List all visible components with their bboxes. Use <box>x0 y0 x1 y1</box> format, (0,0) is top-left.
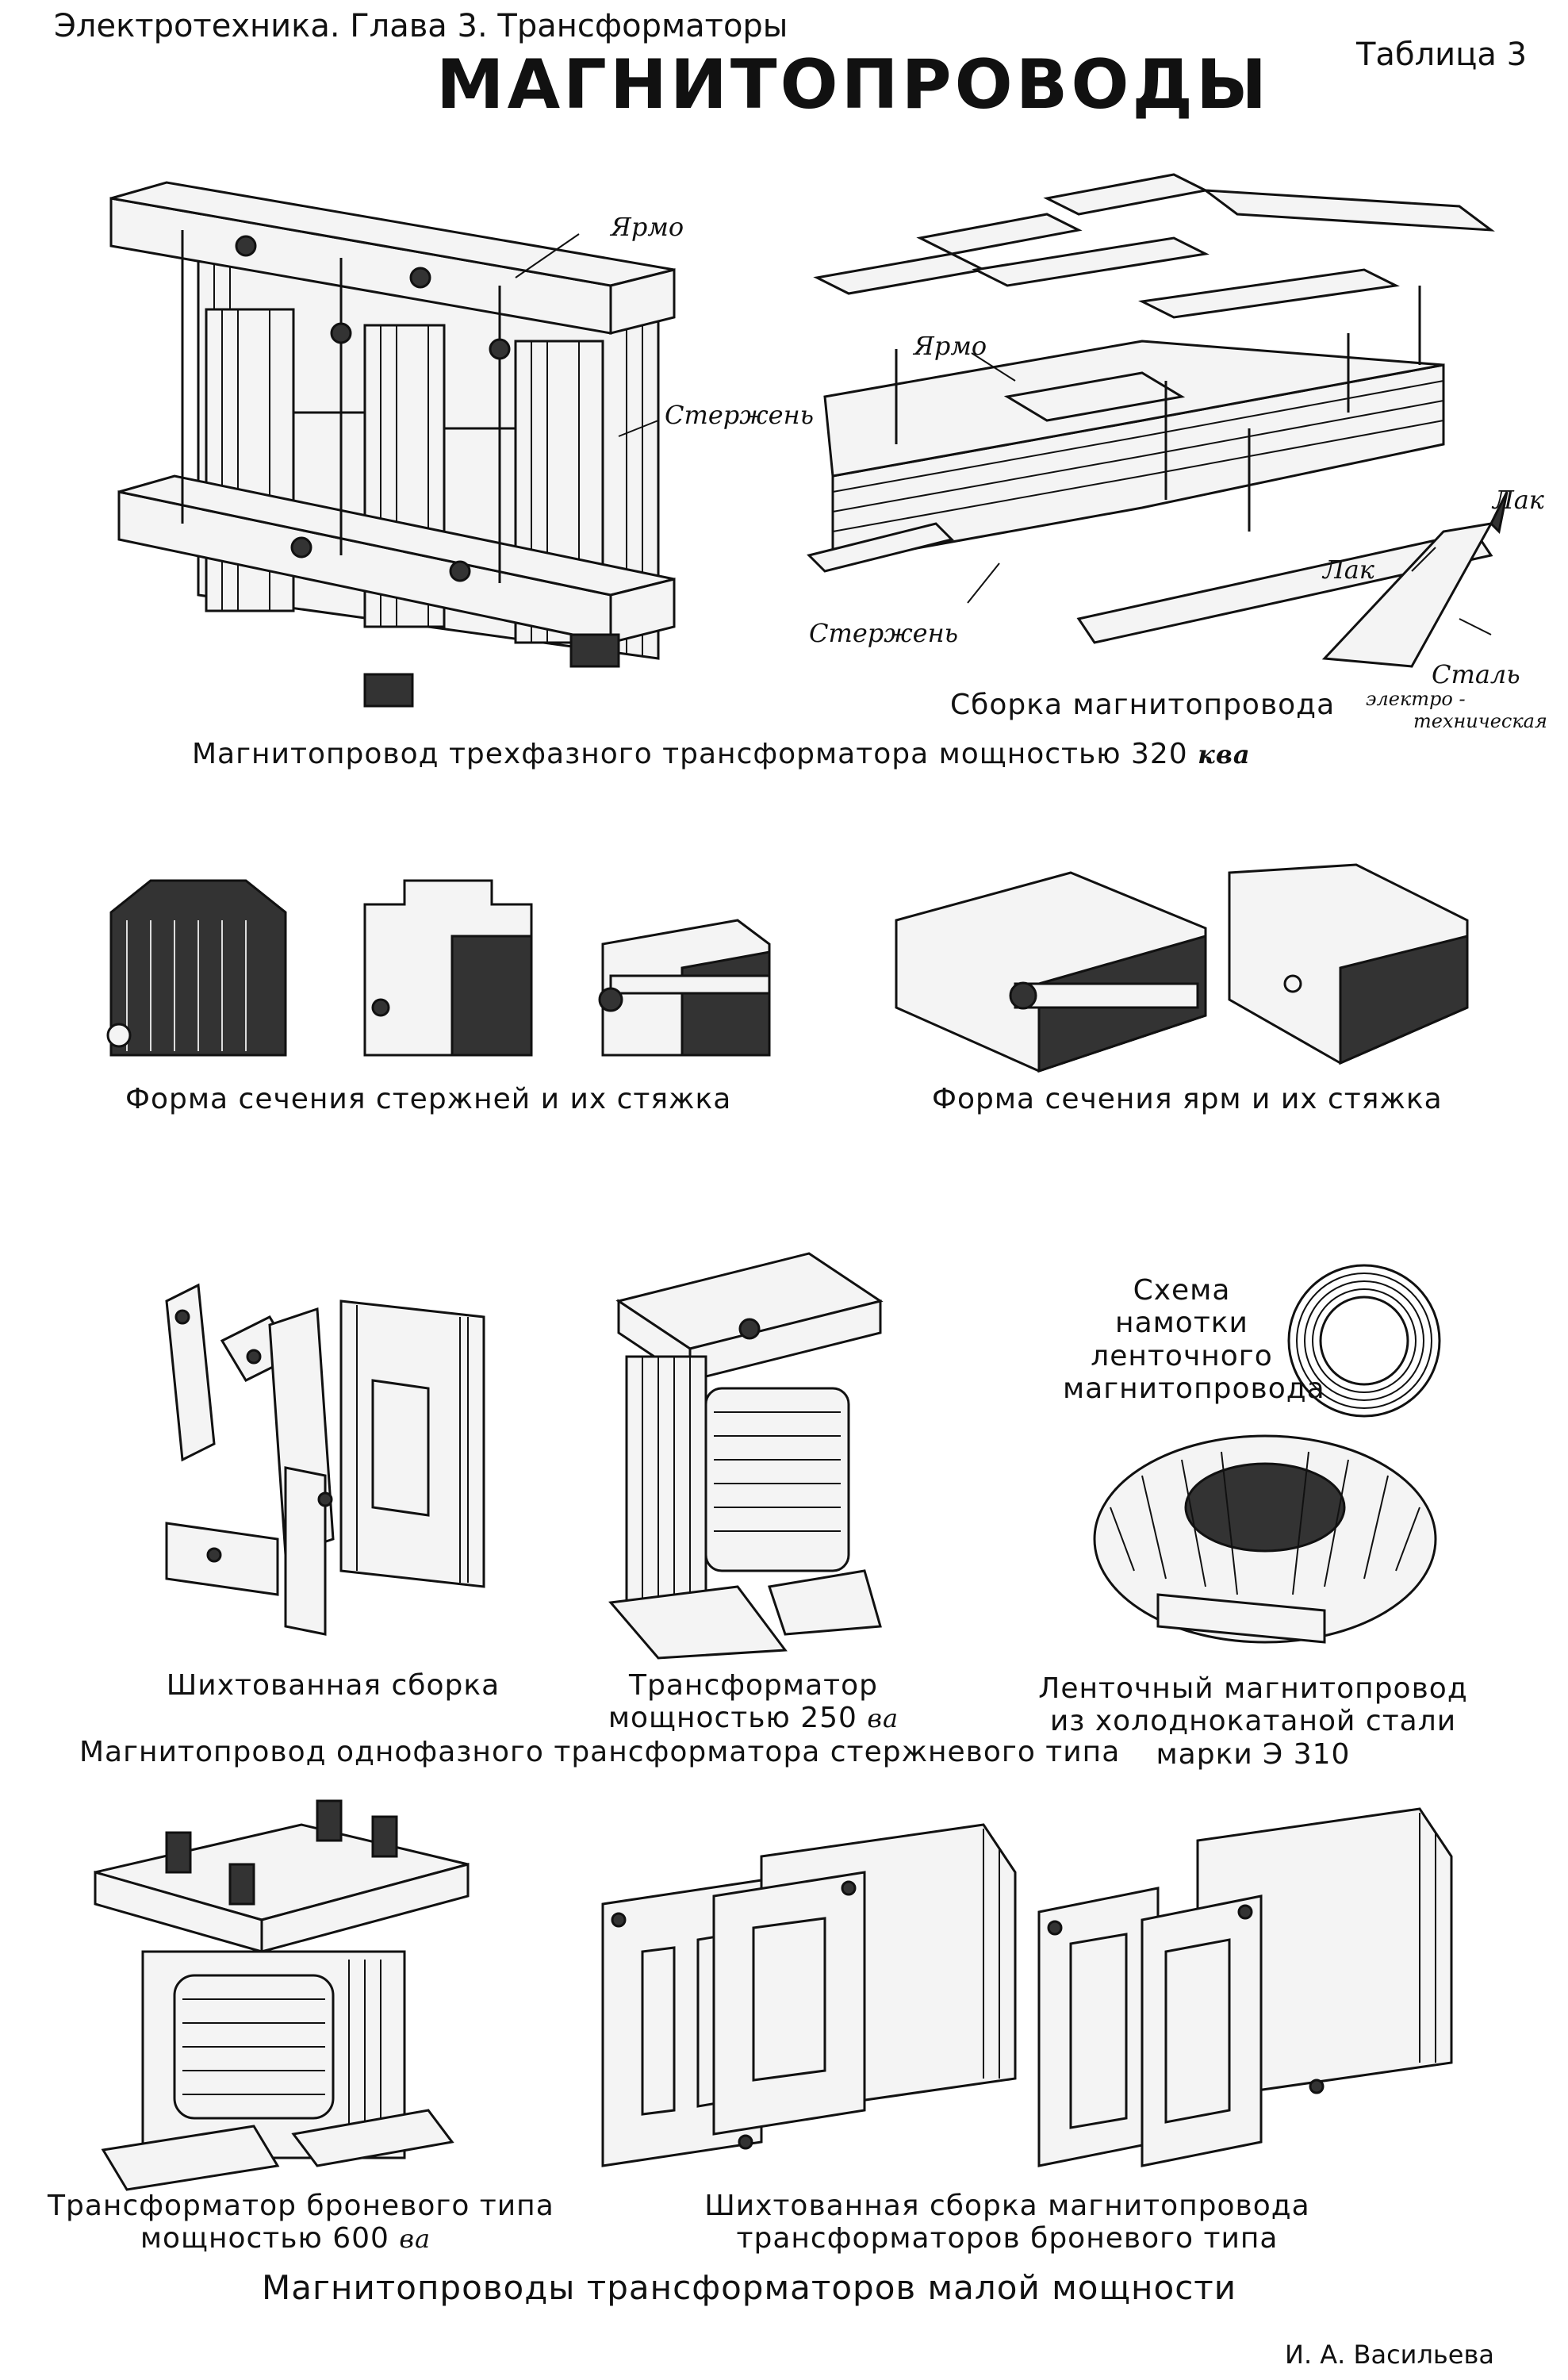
transformer-250-line-2: мощностью 250 ва <box>555 1702 952 1734</box>
winding-scheme-figure <box>1287 1264 1441 1418</box>
rod-cross-sections-figure <box>106 879 771 1057</box>
limb-label-right: Стержень <box>809 618 959 648</box>
strip-core-line-2: из холоднокатаной стали <box>1049 1705 1457 1738</box>
core-assembly-figure <box>807 173 1509 668</box>
yoke-label-left: Ярмо <box>611 212 684 242</box>
three-phase-caption: Магнитопровод трехфазного трансформатора… <box>192 738 1251 770</box>
steel-label-technical: техническая <box>1413 710 1547 732</box>
winding-scheme-line-1: Схема <box>1133 1274 1231 1307</box>
shell-transformer-unit: ва <box>399 2224 431 2255</box>
laminated-assembly-figure <box>165 1283 485 1636</box>
shell-laminated-line-2: трансформаторов броневого типа <box>736 2222 1279 2255</box>
steel-label-electro: электро - <box>1366 688 1466 710</box>
strip-core-line-3: марки Э 310 <box>1156 1737 1351 1771</box>
chapter-header: Электротехника. Глава 3. Трансформаторы <box>54 8 788 44</box>
shell-laminated-a-figure <box>601 1823 1017 2167</box>
strip-core-caption: Ленточный магнитопровод из холоднокатано… <box>1031 1672 1475 1771</box>
yoke-label-right: Ярмо <box>914 331 987 361</box>
lacquer-label-mid: Лак <box>1323 555 1374 585</box>
transformer-250-line-1: Трансформатор <box>629 1669 878 1702</box>
winding-scheme-line-4: магнитопровода <box>1063 1372 1325 1406</box>
winding-scheme-caption: Схема намотки ленточного магнитопровода <box>1063 1274 1325 1406</box>
winding-scheme-line-2: намотки <box>1115 1307 1248 1340</box>
yoke-cross-sections-figure <box>895 863 1469 1073</box>
three-phase-caption-text: Магнитопровод трехфазного трансформатора… <box>192 738 1188 770</box>
three-phase-caption-unit: ква <box>1198 739 1251 770</box>
low-power-caption: Магнитопроводы трансформаторов малой мощ… <box>262 2268 1237 2307</box>
shell-laminated-b-figure <box>1037 1807 1453 2167</box>
transformer-250-unit: ва <box>867 1703 899 1734</box>
three-phase-core-figure <box>109 181 676 708</box>
assembly-caption: Сборка магнитопровода <box>950 689 1336 721</box>
toroidal-core-figure <box>1093 1434 1437 1644</box>
lacquer-label-top: Лак <box>1493 485 1544 515</box>
shell-laminated-line-1: Шихтованная сборка магнитопровода <box>704 2190 1310 2222</box>
page-title: МАГНИТОПРОВОДЫ <box>436 45 1271 125</box>
shell-laminated-caption: Шихтованная сборка магнитопровода трансф… <box>698 2190 1317 2255</box>
transformer-250-power: мощностью 250 <box>608 1702 857 1735</box>
author-signature: И. А. Васильева <box>1285 2340 1494 2370</box>
shell-transformer-caption: Трансформатор броневого типа мощностью 6… <box>48 2190 554 2255</box>
rods-caption: Форма сечения стержней и их стяжка <box>125 1083 732 1115</box>
limb-label-left: Стержень <box>665 400 815 430</box>
shell-transformer-figure <box>94 1799 470 2191</box>
winding-scheme-line-3: ленточного <box>1091 1339 1273 1372</box>
strip-core-line-1: Ленточный магнитопровод <box>1038 1672 1468 1705</box>
shell-transformer-line-2: мощностью 600 ва <box>48 2222 523 2255</box>
table-number: Таблица 3 <box>1356 36 1528 73</box>
shell-transformer-power: мощностью 600 <box>140 2222 389 2255</box>
yokes-caption: Форма сечения ярм и их стяжка <box>932 1083 1443 1115</box>
transformer-250-figure <box>608 1252 884 1660</box>
transformer-250-caption: Трансформатор мощностью 250 ва <box>555 1669 952 1735</box>
laminated-caption: Шихтованная сборка <box>166 1669 500 1702</box>
steel-label: Сталь <box>1432 659 1520 689</box>
single-phase-caption: Магнитопровод однофазного трансформатора… <box>79 1736 1121 1768</box>
shell-transformer-line-1: Трансформатор броневого типа <box>48 2190 554 2222</box>
